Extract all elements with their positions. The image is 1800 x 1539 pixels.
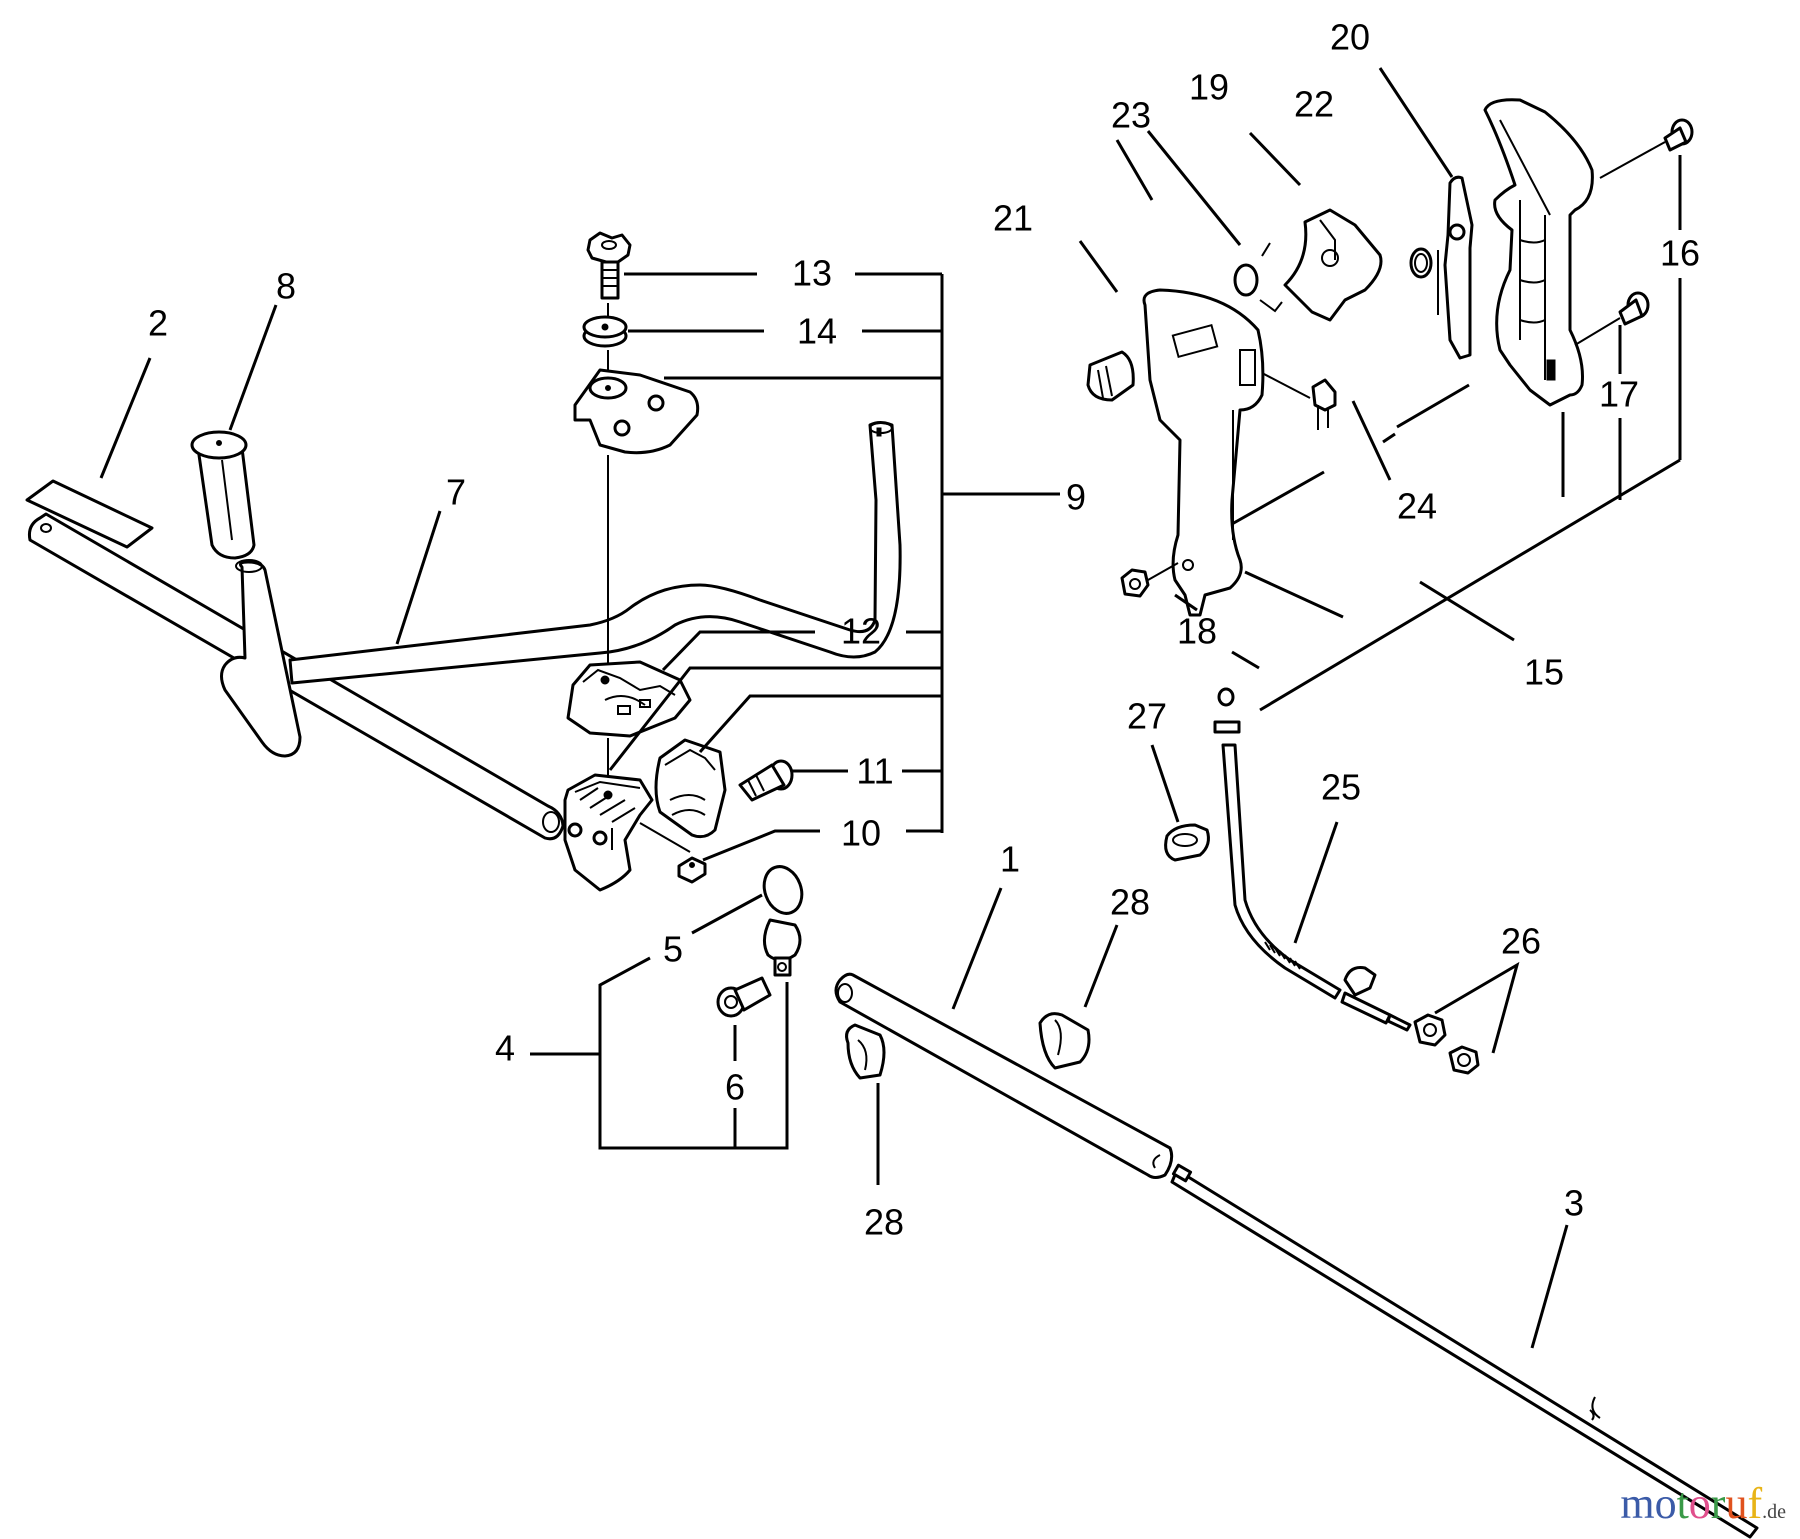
callout-15: 15: [1524, 652, 1564, 693]
watermark-letter: f: [1747, 1479, 1763, 1528]
callout-6: 6: [725, 1067, 745, 1108]
stop-switch: [1261, 372, 1337, 430]
group-4-leaders: [530, 893, 789, 1150]
hanger-clamp: [762, 865, 804, 977]
callout-3: 3: [1564, 1183, 1584, 1224]
callout-2: 2: [148, 303, 168, 344]
spring-22: [1409, 247, 1439, 315]
washer: [582, 315, 628, 348]
leader-3: [1530, 1224, 1569, 1349]
bracket-leaders: [608, 272, 1060, 862]
callout-13: 13: [792, 253, 832, 294]
callout-9: 9: [1066, 477, 1086, 518]
lower-plate: [573, 368, 700, 455]
callout-21: 21: [993, 198, 1033, 239]
knob-bolt: [586, 231, 632, 300]
upper-bracket: [566, 660, 692, 738]
watermark-letter: r: [1710, 1479, 1726, 1528]
adjuster-nuts: [1413, 1013, 1480, 1075]
watermark-letter: o: [1654, 1479, 1677, 1528]
callout-19: 19: [1189, 67, 1229, 108]
callout-22: 22: [1294, 84, 1334, 125]
callout-8: 8: [276, 266, 296, 307]
handle-leaders: [1078, 67, 1682, 712]
callout-5: 5: [663, 929, 683, 970]
leader-8: [228, 304, 278, 431]
leader-1: [951, 887, 1003, 1010]
leader-26: [1434, 961, 1520, 1054]
handle-half: [1483, 98, 1594, 407]
outer-tube: [834, 972, 1174, 1179]
leader-28a: [1083, 924, 1119, 1008]
wire-clamp-right: [1038, 1012, 1091, 1070]
watermark-letter: o: [1688, 1479, 1711, 1528]
handlebar: [28, 421, 902, 841]
leader-7: [395, 510, 442, 645]
nut-18: [1120, 562, 1179, 598]
callout-26: 26: [1501, 921, 1541, 962]
grip: [190, 430, 256, 560]
stop-switch-cover: [1086, 350, 1135, 402]
callout-25: 25: [1321, 767, 1361, 808]
callout-28-upper: 28: [1110, 882, 1150, 923]
callout-23: 23: [1111, 95, 1151, 136]
watermark-letter: t: [1676, 1479, 1689, 1528]
callout-11: 11: [856, 751, 893, 792]
cable-clip: [1164, 823, 1210, 862]
bolt-11: [738, 759, 794, 802]
screw-17: [1574, 291, 1650, 346]
callout-16: 16: [1660, 233, 1700, 274]
callout-10: 10: [841, 813, 881, 854]
throttle-lever: [1283, 208, 1383, 322]
watermark-letter: u: [1725, 1479, 1748, 1528]
watermark-logo: motoruf.de: [1620, 1478, 1786, 1529]
callout-18: 18: [1177, 611, 1217, 652]
callout-1: 1: [1000, 839, 1020, 880]
drive-shaft: [1170, 1163, 1759, 1539]
callout-27: 27: [1127, 696, 1167, 737]
leader-25: [1293, 821, 1339, 944]
callout-14: 14: [797, 311, 837, 352]
leader-2: [99, 357, 152, 479]
throttle-cable: [1213, 687, 1412, 1032]
callout-4: 4: [495, 1028, 515, 1069]
callout-17: 17: [1599, 374, 1639, 415]
torsion-spring: [1233, 242, 1283, 313]
callout-labels: 1 2 3 4 5 6 7 8 9 10 11 12 13 14 15 16 1…: [148, 17, 1700, 1243]
wire-clamp-left: [845, 1023, 886, 1080]
bolt-6: [716, 976, 772, 1018]
lower-bracket: [563, 773, 654, 892]
throttle-housing: [1142, 288, 1265, 617]
throttle-lockout: [1443, 175, 1474, 360]
screw-16: [1599, 118, 1694, 179]
callout-28-lower: 28: [864, 1202, 904, 1243]
square-nut: [677, 856, 707, 884]
callout-20: 20: [1330, 17, 1370, 58]
callout-7: 7: [446, 472, 466, 513]
callout-24: 24: [1397, 486, 1437, 527]
leader-27: [1150, 744, 1180, 823]
watermark-letter: m: [1620, 1479, 1655, 1528]
decal: [25, 479, 154, 549]
clamp-half: [654, 738, 727, 839]
watermark-tld: .de: [1762, 1501, 1786, 1523]
callout-12: 12: [841, 611, 881, 652]
